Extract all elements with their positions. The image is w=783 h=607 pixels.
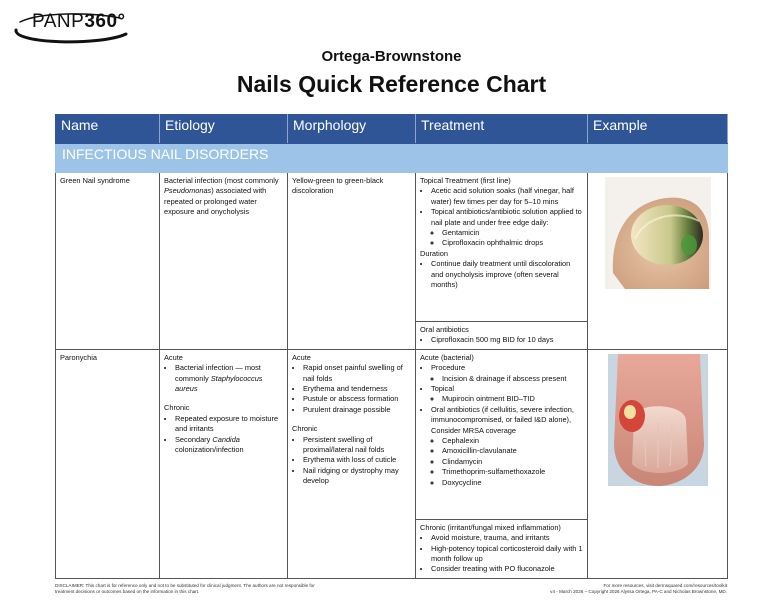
list-item: Erythema and tenderness: [303, 384, 411, 394]
logo-swoosh-icon: [14, 13, 128, 44]
list-item: Continue daily treatment until discolora…: [431, 259, 583, 290]
etiology-organism: Pseudomonas: [164, 186, 212, 196]
list-item: Persistent swelling of proximal/lateral …: [303, 435, 411, 456]
list-item: Ciprofloxacin ophthalmic drops: [442, 238, 583, 248]
footer-credits: For more resources, visit dermsquared.co…: [467, 583, 727, 595]
list-item-text: Oral antibiotics (if cellulitis, severe …: [431, 404, 574, 435]
reference-table: Name Etiology Morphology Treatment Examp…: [55, 114, 728, 579]
treatment-cell: Acute (bacterial) Procedure Incision & d…: [416, 350, 587, 519]
treatment-cell: Topical Treatment (first line) Acetic ac…: [416, 173, 587, 321]
list-item: Secondary Candida colonization/infection: [175, 435, 283, 456]
list-item: Clindamycin: [442, 457, 583, 467]
list-item: High-potency topical corticosteroid dail…: [431, 544, 583, 565]
list-item-text: colonization/infection: [175, 445, 244, 455]
oral-heading: Oral antibiotics: [420, 325, 469, 334]
column-header-morphology: Morphology: [287, 114, 416, 144]
list-item: Pustule or abscess formation: [303, 394, 411, 404]
sub-list: Gentamicin Ciprofloxacin ophthalmic drop…: [431, 228, 583, 249]
list-item: Topical antibiotics/antibiotic solution …: [431, 207, 583, 249]
etiology-cell: Acute Bacterial infection — most commonl…: [160, 350, 287, 459]
etiology-acute-list: Bacterial infection — most commonly Stap…: [164, 363, 283, 394]
cell-divider: [416, 518, 587, 520]
etiology-organism: Staphylococcus aureus: [175, 373, 263, 394]
etiology-text: ) associated with repeated or prolonged …: [164, 186, 267, 217]
list-item: Doxycycline: [442, 478, 583, 488]
page-title: Nails Quick Reference Chart: [236, 71, 547, 97]
morphology-chronic-heading: Chronic: [292, 424, 318, 434]
section-title: INFECTIOUS NAIL DISORDERS: [55, 143, 728, 173]
etiology-organism: Candida: [212, 434, 240, 444]
logo-number: 360°: [84, 11, 126, 32]
sub-list: Mupirocin ointment BID–TID: [431, 394, 583, 404]
morphology-chronic-list: Persistent swelling of proximal/lateral …: [292, 435, 411, 487]
list-item-text: Bacterial infection — most commonly: [175, 363, 261, 383]
morphology-acute-list: Rapid onset painful swelling of nail fol…: [292, 363, 411, 415]
morphology-cell: Yellow-green to green-black discoloratio…: [292, 176, 384, 196]
oral-treatment-cell: Oral antibiotics Ciprofloxacin 500 mg BI…: [416, 322, 587, 349]
list-item: Rapid onset painful swelling of nail fol…: [303, 363, 411, 384]
treatment-acute-list: Procedure Incision & drainage if abscess…: [420, 363, 583, 488]
row-name: Paronychia: [60, 352, 97, 362]
sub-list: Cephalexin Amoxicillin-clavulanate Clind…: [431, 436, 583, 488]
list-item: Cephalexin: [442, 436, 583, 446]
list-item: Incision & drainage if abscess present: [442, 374, 583, 384]
etiology-chronic-list: Repeated exposure to moisture and irrita…: [164, 414, 283, 456]
list-item: Oral antibiotics (if cellulitis, severe …: [431, 405, 583, 488]
treatment-heading: Topical Treatment (first line): [420, 176, 511, 185]
row-name: Green Nail syndrome: [60, 176, 130, 185]
logo-prefix: PANP: [32, 11, 85, 32]
resources-text: For more resources, visit dermsquared.co…: [603, 583, 727, 588]
version-text: v4 - March 2026 – Copyright 2026 Alyssa …: [550, 589, 727, 594]
header-row: Name Etiology Morphology Treatment Examp…: [55, 114, 728, 144]
table-row: Green Nail syndrome Bacterial infection …: [55, 172, 728, 350]
treatment-chronic-list: Avoid moisture, trauma, and irritants Hi…: [420, 533, 583, 575]
column-header-etiology: Etiology: [159, 114, 288, 144]
list-item: Amoxicillin-clavulanate: [442, 446, 583, 456]
paronychia-photo: [607, 353, 708, 486]
chronic-treatment-cell: Chronic (irritant/fungal mixed inflammat…: [416, 520, 587, 578]
oral-list: Ciprofloxacin 500 mg BID for 10 days: [420, 335, 583, 345]
treatment-acute-heading: Acute (bacterial): [420, 352, 474, 362]
treatment-chronic-heading: Chronic (irritant/fungal mixed inflammat…: [420, 522, 561, 532]
list-item: Erythema with loss of cuticle: [303, 455, 411, 465]
etiology-cell: Bacterial infection (most commonly Pseud…: [160, 173, 287, 221]
panp360-logo: PANP360°: [10, 8, 130, 48]
list-item: Topical Mupirocin ointment BID–TID: [431, 384, 583, 405]
green-nail-photo: [604, 177, 711, 289]
cell-divider: [416, 321, 587, 322]
section-row: INFECTIOUS NAIL DISORDERS: [55, 143, 728, 173]
list-item: Avoid moisture, trauma, and irritants: [431, 533, 583, 543]
column-header-treatment: Treatment: [415, 114, 588, 144]
morphology-cell: Acute Rapid onset painful swelling of na…: [288, 350, 415, 490]
sub-list: Incision & drainage if abscess present: [431, 374, 583, 384]
list-item: Ciprofloxacin 500 mg BID for 10 days: [431, 335, 583, 345]
list-item-text: Secondary: [175, 434, 213, 444]
list-item: Mupirocin ointment BID–TID: [442, 394, 583, 404]
logo-text: PANP360°: [32, 11, 126, 33]
etiology-text: Bacterial infection (most commonly: [164, 176, 279, 185]
duration-list: Continue daily treatment until discolora…: [420, 259, 583, 290]
list-item: Trimethoprim-sulfamethoxazole: [442, 467, 583, 477]
etiology-chronic-heading: Chronic: [164, 403, 190, 413]
etiology-acute-heading: Acute: [164, 352, 183, 362]
column-header-example: Example: [587, 114, 728, 144]
list-item: Repeated exposure to moisture and irrita…: [175, 414, 283, 435]
page-subtitle: Ortega-Brownstone: [321, 48, 462, 65]
duration-heading: Duration: [420, 248, 448, 258]
list-item-text: Topical: [431, 384, 455, 394]
disclaimer-text: DISCLAIMER: This chart is for reference …: [55, 583, 315, 594]
list-item: Procedure Incision & drainage if abscess…: [431, 363, 583, 384]
list-item: Bacterial infection — most commonly Stap…: [175, 363, 283, 394]
list-item: Nail ridging or dystrophy may develop: [303, 466, 411, 487]
list-item-text: Procedure: [431, 363, 466, 373]
list-item: Gentamicin: [442, 228, 583, 238]
morphology-acute-heading: Acute: [292, 352, 311, 362]
list-item: Consider treating with PO fluconazole: [431, 564, 583, 574]
list-item: Purulent drainage possible: [303, 405, 411, 415]
treatment-list: Acetic acid solution soaks (half vinegar…: [420, 186, 583, 248]
list-item-text: Topical antibiotics/antibiotic solution …: [431, 207, 582, 227]
table-row: Paronychia Acute Bacterial infection — m…: [55, 348, 728, 579]
column-header-name: Name: [55, 114, 160, 144]
list-item: Acetic acid solution soaks (half vinegar…: [431, 186, 583, 207]
